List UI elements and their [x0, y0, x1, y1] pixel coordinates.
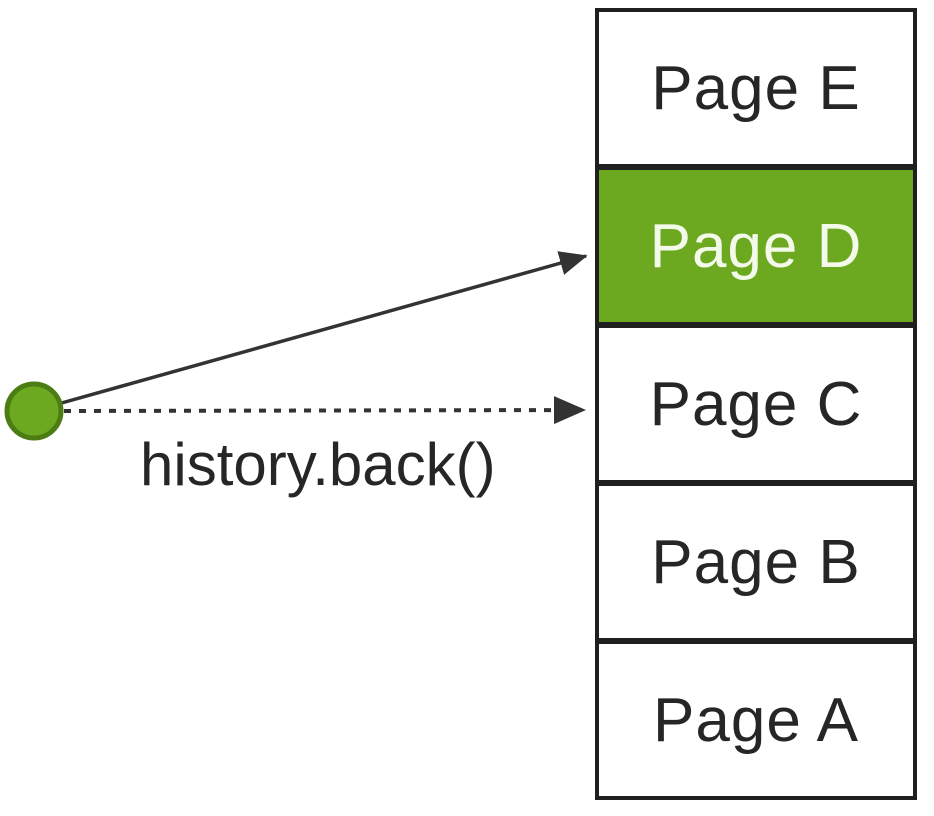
page-label: Page A — [653, 685, 859, 755]
page-label: Page D — [649, 211, 863, 281]
page-box-a: Page A — [595, 640, 917, 800]
page-box-b: Page B — [595, 482, 917, 642]
history-back-label: history.back() — [140, 431, 496, 498]
dashed-arrow-to-page-c — [63, 396, 586, 425]
page-box-d: Page D — [595, 166, 917, 326]
page-label: Page B — [651, 527, 861, 597]
solid-arrow-to-page-d — [57, 251, 588, 406]
page-box-e: Page E — [595, 8, 917, 168]
page-label: Page C — [649, 369, 863, 439]
history-stack: Page E Page D Page C Page B Page A — [595, 8, 917, 800]
page-label: Page E — [651, 53, 861, 123]
page-box-c: Page C — [595, 324, 917, 484]
start-dot-icon — [4, 381, 64, 441]
